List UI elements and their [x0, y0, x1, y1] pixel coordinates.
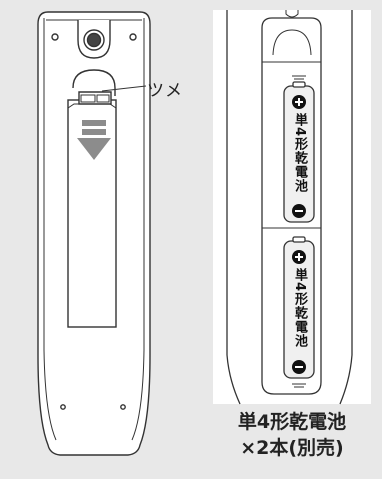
arrow-down-icon	[77, 120, 111, 160]
battery-caption-line1: 単4形乾電池	[237, 411, 347, 433]
spring-contact-bottom	[292, 383, 306, 388]
remote-back-view	[37, 11, 151, 456]
battery-1-plus-nub	[292, 81, 306, 88]
body-wall-left	[226, 10, 241, 405]
battery-2-plus-nub	[292, 236, 306, 243]
screw-hole-right	[129, 33, 137, 41]
remote-inner-edge	[43, 18, 145, 441]
top-lip	[285, 10, 299, 18]
cover-tab-notch	[80, 94, 110, 103]
battery-caption-line2: ×2本(別売)	[240, 437, 344, 459]
spring-contact-top	[292, 75, 306, 80]
screw-hole-left	[51, 33, 59, 41]
cover-top-step	[67, 103, 117, 109]
tab-label: ツメ	[147, 81, 183, 101]
bottom-hole-right	[120, 404, 126, 410]
tab-opening	[72, 69, 116, 96]
screw	[86, 32, 102, 48]
body-wall-right	[339, 10, 353, 405]
battery-1-label: 単4形乾電池	[292, 113, 307, 194]
battery-2-label: 単4形乾電池	[292, 268, 307, 349]
bottom-hole-left	[60, 404, 66, 410]
tab-leader-line	[101, 85, 147, 92]
compartment-top-arch	[272, 29, 312, 56]
compartment-view	[226, 10, 353, 405]
battery-caption: 単4形乾電池 ×2本(別売)	[213, 409, 371, 461]
battery-cover	[67, 99, 117, 328]
